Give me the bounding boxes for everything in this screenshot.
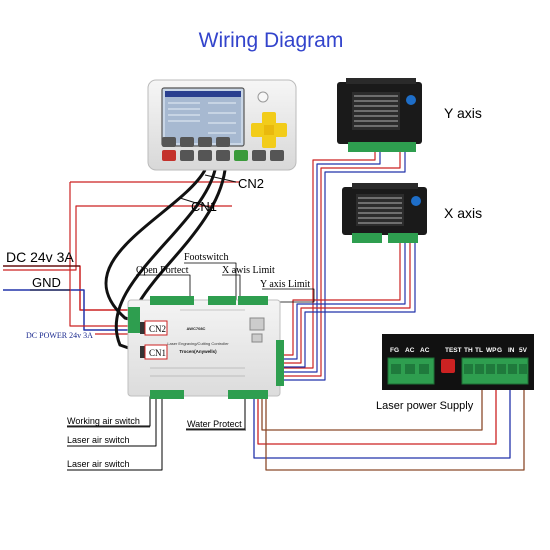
water-protect-label: Water Protect <box>187 419 242 429</box>
y-driver-terminal-block <box>348 142 410 152</box>
laser-air-switch-label-2: Laser air switch <box>67 459 130 469</box>
cn2-cable-label: CN2 <box>238 176 264 191</box>
lps-terminal-label: TL <box>475 347 483 354</box>
y-driver-blue-wire-2 <box>283 150 406 381</box>
cn2-cable <box>104 169 207 324</box>
dc-power-label: DC POWER 24v 3A <box>26 331 93 340</box>
x-driver-blue-wire <box>283 240 406 360</box>
open-protect-leader <box>136 274 191 302</box>
x-axis-driver <box>342 183 427 243</box>
x-axis-label: X axis <box>444 205 482 221</box>
laser-air-wire-1 <box>67 395 157 447</box>
lps-terminal-label: FG <box>390 347 399 354</box>
text-labels: Wiring Diagram CN2 CN1 DC 24v 3A GND DC … <box>6 29 482 469</box>
y-limit-leader <box>262 288 315 303</box>
y-axis-label: Y axis <box>444 105 482 121</box>
lps-terminal-label: TH <box>464 347 473 354</box>
board-top-terminal-3 <box>238 296 268 305</box>
x-driver-red-wire <box>283 240 401 356</box>
water-protect-wire <box>186 395 246 430</box>
dc-supply-label: DC 24v 3A <box>6 249 74 265</box>
board-subtitle-label: Laser Engraving/Cutting Controller <box>167 341 229 346</box>
lps-terminal-label: AC <box>405 347 415 354</box>
laser-power-supply-label: Laser power Supply <box>376 400 474 412</box>
board-bottom-terminal-1 <box>150 390 184 399</box>
lps-brown-wire <box>261 384 483 431</box>
page-title: Wiring Diagram <box>199 29 344 52</box>
y-driver-logo-icon <box>406 95 416 105</box>
gnd-label: GND <box>32 275 61 290</box>
working-air-wire <box>67 395 151 427</box>
cn1-cable-label: CN1 <box>191 199 217 214</box>
cable-cn1-label-leader <box>179 197 213 209</box>
lps-terminal-label: WP <box>486 347 497 354</box>
board-brand-label: Trocen(Anywells) <box>179 349 217 354</box>
x-limit-leader <box>222 274 241 302</box>
lps-terminal-label: AC <box>420 347 430 354</box>
laser-air-switch-label-1: Laser air switch <box>67 435 130 445</box>
board-cn1-label: CN1 <box>149 348 166 358</box>
board-top-terminal-2 <box>208 296 236 305</box>
x-driver-blue-wire-2 <box>283 240 416 368</box>
footswitch-leader <box>184 262 237 302</box>
y-axis-limit-label: Y axis Limit <box>260 279 310 290</box>
wires <box>3 150 525 471</box>
board-power-terminal <box>128 307 140 333</box>
y-axis-driver <box>337 78 422 152</box>
panel-keys[interactable] <box>162 137 284 161</box>
lps-blue-wire <box>253 384 511 459</box>
lps-test-button <box>441 359 455 373</box>
y-driver-blue-wire <box>283 150 381 373</box>
open-protect-label: Open Portect <box>136 265 189 276</box>
dc-red-wire <box>3 265 128 311</box>
board-ethernet-port <box>249 317 265 331</box>
x-driver-red-wire-2 <box>283 240 411 364</box>
board-usb-port <box>251 333 263 343</box>
control-panel <box>147 79 297 171</box>
board-cn1-port <box>140 346 146 358</box>
board-top-terminal-1 <box>150 296 194 305</box>
x-axis-limit-label: X awis Limit <box>222 265 275 276</box>
cn1-cable <box>114 169 217 354</box>
cn2-red-wire <box>69 182 128 327</box>
board-bottom-terminal-2 <box>228 390 268 399</box>
working-air-switch-label: Working air switch <box>67 416 140 426</box>
controller-board <box>127 296 284 399</box>
cable-cn2-label-leader <box>204 174 237 183</box>
lps-terminal-label: G <box>497 347 502 354</box>
laser-air-wire-2 <box>67 395 163 471</box>
lps-terminal-label: TEST <box>445 347 462 354</box>
x-driver-logo-icon <box>411 196 421 206</box>
board-cn2-label: CN2 <box>149 324 166 334</box>
board-cn2-port <box>140 322 146 334</box>
x-driver-terminal-block <box>352 233 382 243</box>
lps-red-wire <box>257 384 497 445</box>
y-driver-red-wire-2 <box>283 150 401 377</box>
board-model-label: AWC708C <box>187 326 206 331</box>
panel-direction-pad[interactable] <box>251 112 287 148</box>
dc-red-wire-2 <box>3 205 232 271</box>
footswitch-label: Footswitch <box>184 252 228 263</box>
board-right-terminal <box>276 340 284 386</box>
lps-terminal-label: IN <box>508 347 515 354</box>
panel-round-key <box>257 91 269 103</box>
lps-terminal-label: 5V <box>519 347 528 354</box>
lps-brown-wire-2 <box>265 384 525 471</box>
y-driver-red-wire <box>283 150 376 369</box>
